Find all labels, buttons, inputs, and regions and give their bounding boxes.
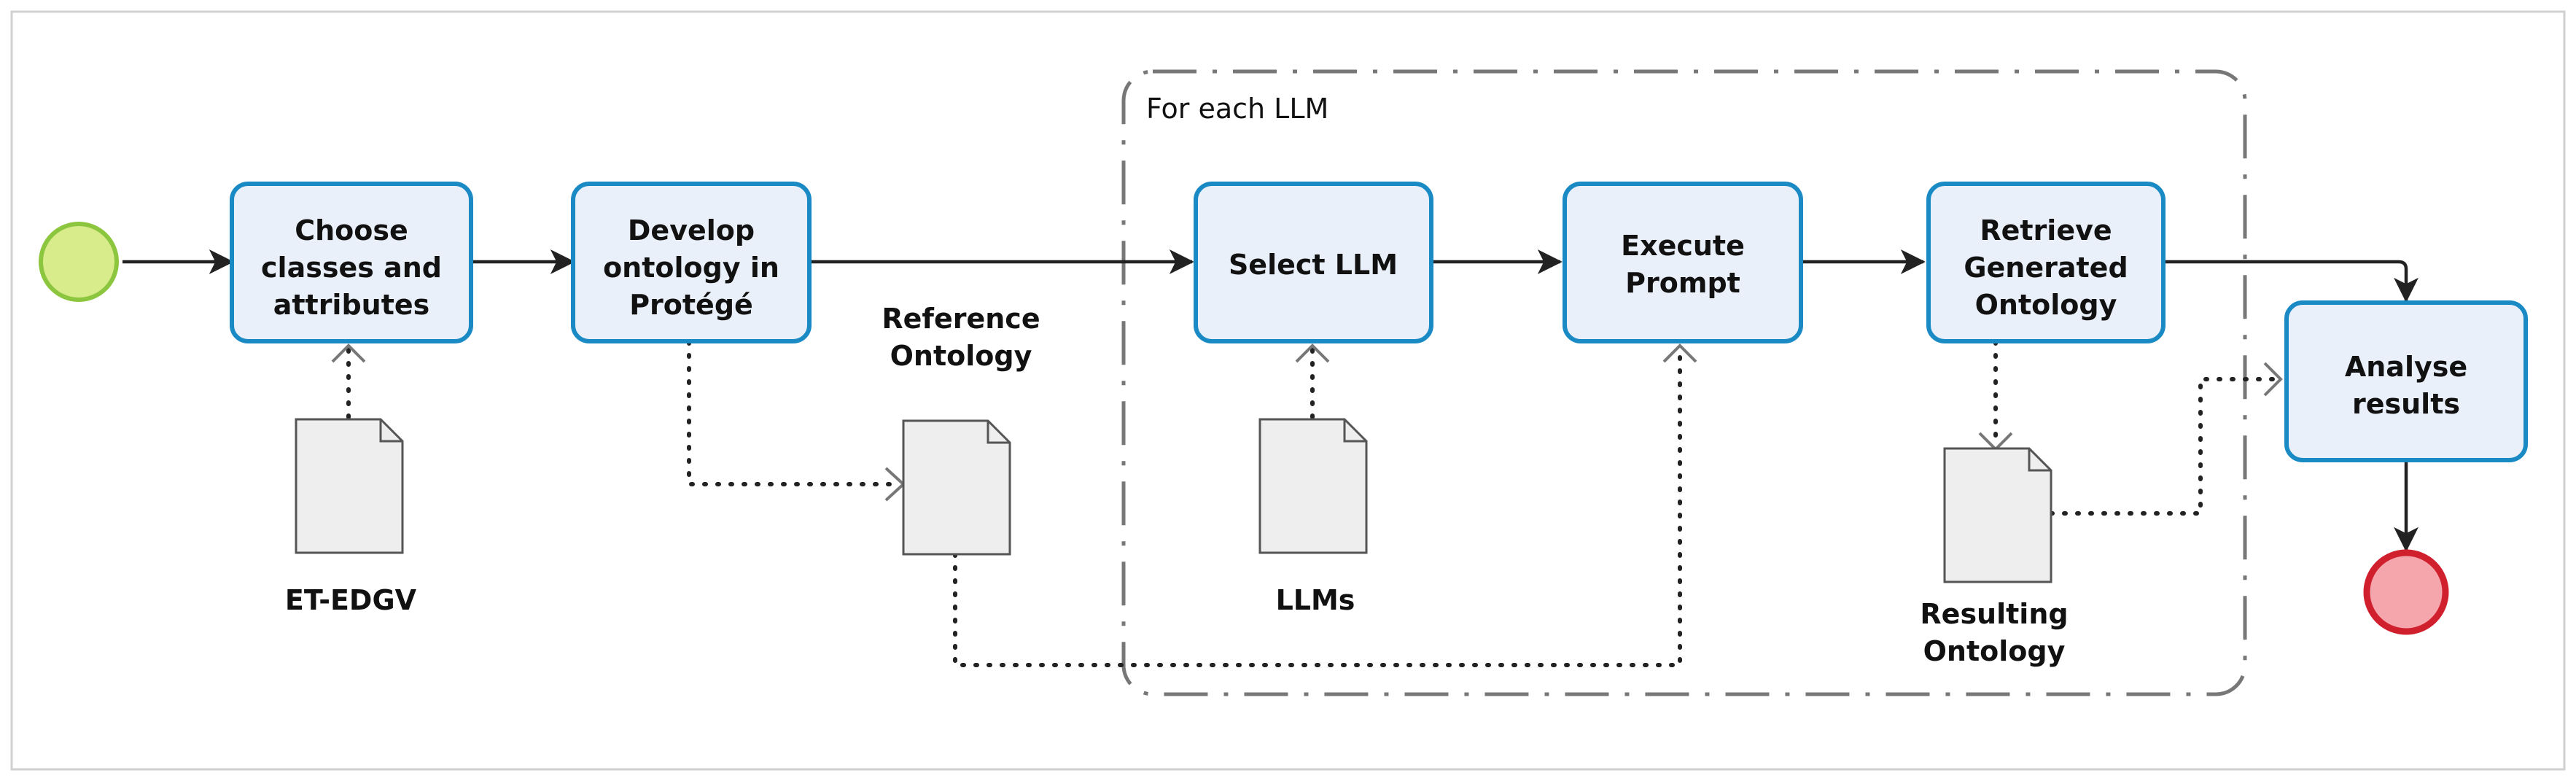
task-box[interactable] [230,182,473,343]
document-icon[interactable] [902,419,1011,556]
assoc-arrowhead-analyse [2263,362,2283,397]
assoc-reference-to-execute [953,346,1682,667]
loop-label: For each LLM [1146,93,1328,125]
task-label-line: Select LLM [1229,249,1398,281]
document-icon[interactable] [1258,418,1368,554]
task-box[interactable] [1563,182,1803,343]
task-choose-classes[interactable]: Choose classes and attributes [230,182,473,343]
task-label-line: Develop [628,214,755,246]
task-label-line: classes and [261,252,442,284]
loop-border [1121,69,2247,696]
document-label: Resulting [1920,598,2068,630]
data-object-resulting-ontology[interactable]: Resulting Ontology [1920,447,2069,667]
end-event[interactable] [2363,549,2449,635]
task-execute-prompt[interactable]: Execute Prompt [1563,182,1803,343]
document-icon[interactable] [1943,447,2052,583]
task-label-line: Prompt [1625,267,1740,299]
task-label-line: attributes [273,289,430,321]
task-label-line: results [2352,388,2460,420]
task-develop-ontology[interactable]: Develop ontology in Protégé [571,182,812,343]
task-box[interactable] [1926,182,2166,343]
task-label-line: Choose [295,214,408,246]
task-label-line: Generated [1964,252,2128,284]
data-associations [346,340,2277,667]
document-label: Ontology [1923,635,2066,667]
task-select-llm[interactable]: Select LLM [1194,182,1433,343]
assoc-arrowhead-execute [1662,343,1697,363]
document-fold [379,419,402,443]
document-fold [987,421,1010,444]
assoc-arrowhead-choose [331,343,366,363]
start-event[interactable] [39,222,119,302]
data-object-reference-ontology[interactable]: Reference Ontology [882,303,1040,556]
sequence-flows [122,249,2419,552]
document-label: LLMs [1276,584,1355,616]
task-retrieve-ontology[interactable]: Retrieve Generated Ontology [1926,182,2166,343]
task-label-line: Retrieve [1980,214,2112,246]
task-label-line: Protégé [629,289,753,321]
document-fold [1343,419,1366,443]
loop-group: For each LLM [1121,69,2247,696]
document-icon[interactable] [295,418,404,554]
task-analyse-results[interactable]: Analyse results [2284,300,2528,462]
document-label: ET-EDGV [285,584,417,616]
task-label-line: Execute [1621,230,1745,262]
task-label-line: Ontology [1975,289,2117,321]
task-box[interactable] [571,182,812,343]
task-label-line: ontology in [603,252,779,284]
flow-retrieve-to-analyse [2163,260,2419,303]
assoc-develop-to-reference [687,340,900,486]
assoc-arrowhead-select [1295,343,1330,363]
document-label: Reference [882,303,1040,335]
task-box[interactable] [1194,182,1433,343]
diagram-frame [10,10,2566,771]
document-fold [2028,448,2051,472]
task-label-line: Analyse [2345,351,2467,383]
data-object-llms[interactable]: LLMs [1258,418,1368,616]
task-box[interactable] [2284,300,2528,462]
document-label: Ontology [890,340,1032,372]
data-object-etedgv[interactable]: ET-EDGV [285,418,417,616]
